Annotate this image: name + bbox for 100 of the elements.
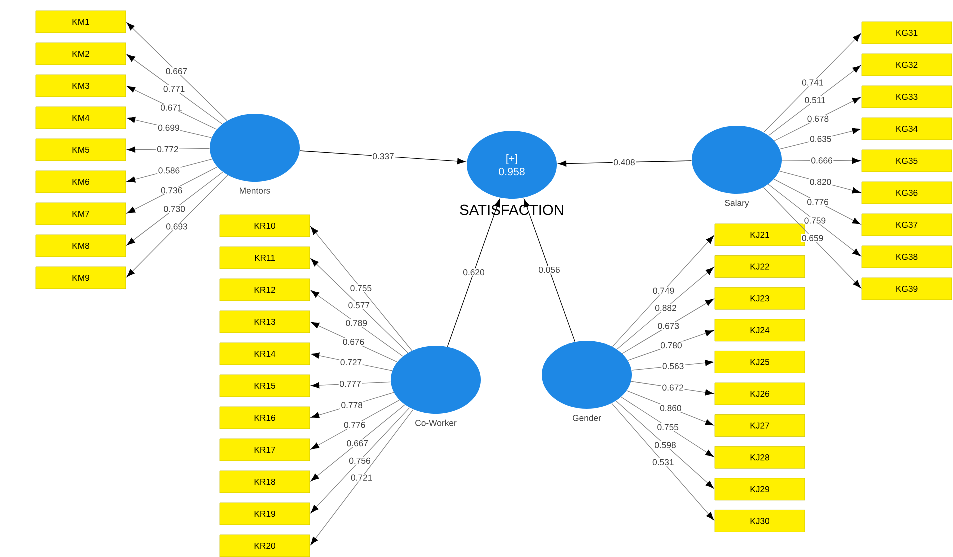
indicator-box: KG31	[862, 22, 952, 44]
edge-label: 0.671	[160, 104, 184, 112]
indicator-box: KG33	[862, 86, 952, 108]
arrow	[631, 381, 714, 396]
arrow	[311, 382, 392, 389]
edge-label: 0.635	[809, 135, 833, 144]
arrow	[127, 86, 218, 130]
indicator-box: KG39	[862, 278, 952, 300]
indicator-box: KM1	[36, 10, 126, 34]
indicator-box: KM6	[36, 170, 126, 194]
indicator-box: KR10	[220, 214, 310, 238]
edge-label: 0.598	[654, 441, 678, 450]
edge-label: 0.337	[372, 152, 396, 160]
edge-label: 0.659	[801, 234, 824, 242]
indicator-box: KM5	[36, 138, 126, 162]
arrow	[768, 184, 861, 256]
edge-label: 0.749	[652, 287, 676, 295]
indicator-box: KG34	[862, 118, 952, 140]
indicator-box: KR20	[220, 534, 310, 557]
indicator-box: KR14	[220, 342, 310, 366]
indicator-box: KJ25	[714, 351, 806, 374]
edge-label: 0.408	[612, 158, 636, 166]
arrow	[311, 290, 404, 357]
indicator-box: KM4	[36, 106, 126, 130]
edge-label: 0.759	[804, 216, 827, 225]
arrow	[127, 172, 224, 246]
indicator-box: KR19	[220, 502, 310, 526]
edge-label: 0.776	[343, 421, 366, 430]
indicator-box: KJ26	[714, 382, 806, 406]
arrow	[311, 322, 398, 363]
indicator-box: KM7	[36, 202, 126, 226]
indicator-box: KR17	[220, 438, 310, 462]
indicator-box: KG36	[862, 182, 952, 204]
edge-label: 0.756	[348, 457, 372, 465]
arrow	[774, 97, 861, 142]
arrow	[622, 299, 714, 354]
edge-label: 0.780	[660, 342, 684, 350]
indicator-box: KM9	[36, 266, 126, 290]
edge-label: 0.699	[157, 124, 181, 132]
indicator-box: KG35	[862, 150, 952, 172]
arrow	[310, 409, 414, 546]
indicator-box: KG32	[862, 54, 952, 76]
arrow	[628, 330, 714, 361]
edge-label: 0.511	[804, 96, 827, 104]
edge-label: 0.736	[160, 186, 184, 194]
arrow	[127, 54, 223, 125]
edge-label: 0.882	[654, 304, 678, 312]
indicator-box: KJ30	[714, 510, 806, 532]
edge-label: 0.673	[657, 322, 680, 330]
edge-label: 0.741	[801, 78, 825, 87]
arrow	[127, 117, 212, 138]
edge-label: 0.693	[165, 222, 189, 231]
arrow	[612, 236, 714, 348]
indicator-box: KR16	[220, 406, 310, 430]
arrow	[126, 175, 228, 278]
edge-label: 0.776	[806, 198, 830, 206]
edge-label: 0.056	[538, 266, 562, 274]
arrow	[632, 360, 714, 371]
arrow	[612, 403, 714, 520]
indicator-box: KM3	[36, 74, 126, 98]
construct-label: Mentors	[240, 188, 270, 194]
arrow	[300, 150, 466, 165]
indicator-box: KM8	[36, 234, 126, 258]
indicator-box: KM2	[36, 42, 126, 66]
construct-label: Gender	[573, 414, 602, 422]
edge-label: 0.755	[656, 424, 680, 432]
arrow	[447, 199, 500, 348]
edge-label: 0.730	[163, 205, 186, 214]
indicator-box: KG37	[862, 214, 952, 236]
edge-label: 0.789	[345, 319, 368, 328]
arrow	[764, 34, 862, 133]
arrow	[616, 400, 714, 489]
indicator-box: KR18	[220, 470, 310, 494]
edge-label: 0.667	[165, 68, 188, 76]
arrow	[311, 392, 394, 418]
edge-label: 0.860	[659, 404, 683, 412]
arrow	[310, 226, 413, 352]
edge-label: 0.672	[661, 384, 685, 392]
arrow	[524, 199, 576, 342]
edge-label: 0.667	[346, 440, 370, 448]
arrow	[616, 267, 714, 350]
edge-label: 0.755	[350, 284, 373, 292]
edge-label: 0.678	[806, 115, 830, 123]
edge-label: 0.563	[662, 362, 685, 370]
arrow	[126, 22, 228, 122]
edge-label: 0.531	[652, 458, 676, 466]
indicator-box: KJ29	[714, 478, 806, 501]
arrow	[621, 396, 714, 458]
arrow	[311, 352, 393, 372]
indicator-box: KR11	[220, 246, 310, 270]
arrow	[310, 258, 408, 354]
construct-label: Co-Worker	[416, 420, 457, 426]
arrow	[310, 408, 410, 514]
edge-label: 0.772	[156, 145, 180, 154]
arrow	[127, 158, 213, 183]
indicator-box: KR15	[220, 374, 310, 398]
construct-label: Salary	[725, 200, 750, 208]
edge-label: 0.727	[340, 358, 363, 366]
indicator-box: KJ22	[714, 256, 806, 278]
indicator-box: KJ24	[714, 319, 806, 342]
